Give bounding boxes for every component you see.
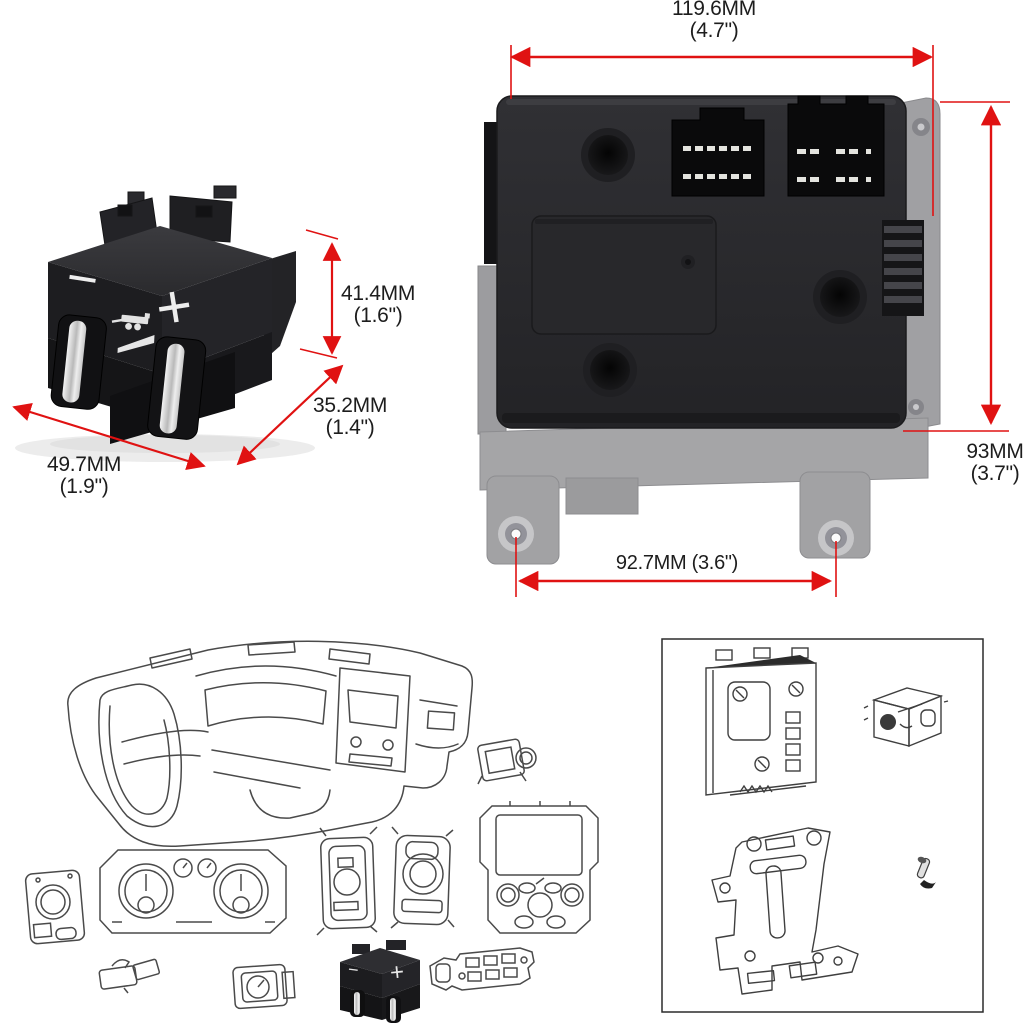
module-recessed-panel: [531, 215, 717, 335]
bracket-hole-left: [498, 516, 534, 552]
switch-panel-right: [390, 826, 455, 929]
center-stack-bezel: [479, 801, 599, 934]
right-paddle: [147, 336, 207, 440]
module-height-mm: 93MM: [966, 440, 1024, 463]
switch-depth-dimension-label: 35.2MM (1.4"): [300, 395, 400, 439]
switch-width-mm: 49.7MM: [46, 453, 122, 476]
dashboard-outline: [67, 640, 474, 848]
module-width-in: (4.7"): [689, 19, 739, 42]
headlight-switch-panel: [24, 869, 86, 945]
module-height-dimension-label: 93MM (3.7"): [955, 441, 1024, 485]
minus-glyph-small: −: [347, 959, 360, 980]
screw-drawing: [916, 856, 936, 889]
module-heatsink-ribs: [882, 220, 924, 316]
module-connector-a: [671, 107, 765, 197]
switch-width-in: (1.9"): [59, 475, 109, 498]
retainer-clip: [98, 958, 161, 994]
brake-control-module-drawing: [705, 647, 817, 796]
switch-bank-strip: [429, 947, 535, 991]
trailer-brake-switch-photo-small: − +: [340, 940, 420, 1023]
switch-height-mm: 41.4MM: [340, 282, 416, 305]
module-width-dimension-label: 119.6MM (4.7"): [594, 0, 834, 42]
module-screw-well-2: [813, 270, 867, 324]
switch-top-face: [48, 226, 272, 296]
plus-glyph-small: +: [389, 958, 406, 986]
trailer-icon: [111, 313, 151, 331]
module-height-in: (3.7"): [970, 462, 1020, 485]
switch-height-in: (1.6"): [353, 304, 403, 327]
hole-spacing-dimension-label: 92.7MM (3.6"): [577, 552, 777, 574]
gain-wedge-icon: [117, 334, 155, 354]
brake-control-module-photo: [477, 95, 941, 565]
switch-height-dimension-label: 41.4MM (1.6"): [328, 283, 428, 327]
module-screw-well-1: [581, 128, 635, 182]
module-dimension-lines: [509, 45, 1010, 597]
module-width-mm: 119.6MM: [672, 0, 756, 20]
hole-spacing-value: 92.7MM (3.6"): [615, 552, 739, 574]
switch-width-dimension-label: 49.7MM (1.9"): [34, 454, 134, 498]
left-paddle: [50, 314, 107, 410]
switch-rear-connectors: [99, 185, 237, 253]
module-connector-b: [787, 95, 885, 197]
kit-box: [661, 638, 984, 1013]
camera-module: [477, 738, 537, 785]
switch-dimension-lines: [12, 229, 344, 470]
switch-depth-mm: 35.2MM: [312, 394, 388, 417]
bracket-hole-right: [818, 520, 854, 556]
brake-switch-drawing: [863, 687, 949, 748]
mounting-bracket-drawing: [711, 827, 859, 995]
switch-depth-in: (1.4"): [325, 416, 375, 439]
instrument-cluster: [99, 849, 287, 934]
module-screw-well-3: [583, 343, 637, 397]
switch-panel-left: [316, 826, 378, 936]
small-switch-cube: [232, 963, 296, 1010]
